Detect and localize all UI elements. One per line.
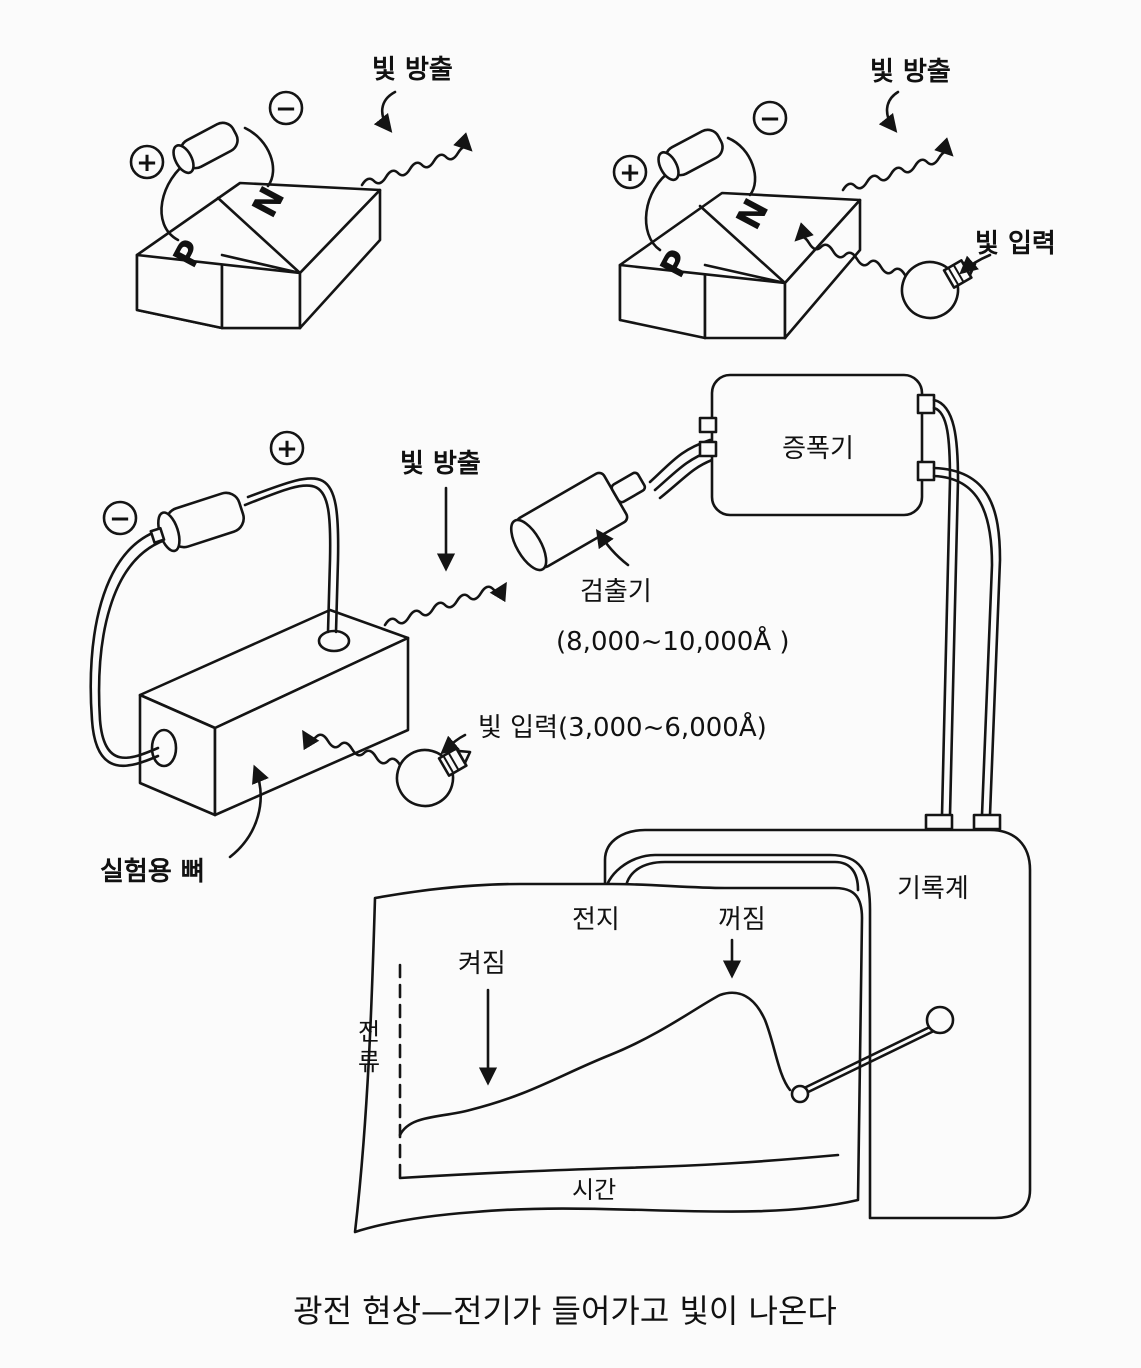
- baseline-curve: [398, 1153, 840, 1180]
- p2-plus-sign: +: [619, 158, 641, 188]
- wire-minus: [97, 538, 167, 759]
- input-wave: [794, 222, 907, 277]
- battery-icon: [657, 128, 724, 182]
- emission-wave: [360, 132, 473, 187]
- caption: 광전 현상—전기가 들어가고 빛이 나온다: [293, 1292, 837, 1330]
- p2-minus-sign: −: [759, 104, 781, 134]
- detector-label: 검출기: [580, 577, 652, 607]
- p2-emission-label: 빛 방출: [870, 57, 951, 87]
- amplifier-label: 증폭기: [782, 434, 854, 464]
- p3-emission-label: 빛 방출: [400, 449, 481, 479]
- recorder-label: 기록계: [897, 874, 969, 904]
- wire-minus: [243, 126, 275, 188]
- p3-plus-circle: [269, 430, 305, 466]
- time-label: 시간: [572, 1176, 616, 1204]
- p1-plus-sign: +: [136, 148, 158, 178]
- p1-plus-circle: [129, 144, 165, 180]
- off-label: 꺼짐: [718, 905, 766, 935]
- led-panel-1: [135, 90, 473, 330]
- stylus-arm: [798, 1020, 942, 1092]
- recorder: [353, 813, 1032, 1234]
- electrode-top: [317, 629, 351, 653]
- detector: [509, 438, 714, 572]
- stylus-pivot: [925, 1005, 955, 1035]
- bone-panel: [89, 477, 507, 859]
- bone-sample-label: 실험용 뼈: [100, 857, 205, 887]
- p2-minus-circle: [752, 100, 788, 136]
- p3-plus-sign: +: [276, 434, 298, 464]
- stylus-tip: [790, 1084, 810, 1104]
- p3-input-label: 빛 입력(3,000~6,000Å): [478, 711, 767, 743]
- battery-label: 전지: [572, 905, 620, 935]
- wire-plus: [243, 484, 332, 634]
- led-panel-2: [618, 90, 992, 340]
- detector-range-label: (8,000~10,000Å ): [556, 625, 790, 657]
- p3-minus-sign: −: [109, 504, 131, 534]
- p3-minus-circle: [102, 500, 138, 536]
- on-label: 켜짐: [458, 949, 506, 979]
- battery-icon: [149, 491, 245, 553]
- p2-plus-circle: [612, 154, 648, 190]
- p1-minus-circle: [268, 90, 304, 126]
- current-trace: [398, 991, 792, 1137]
- p1-emission-label: 빛 방출: [372, 55, 453, 85]
- battery-icon: [172, 121, 239, 175]
- current-label: 전 류: [358, 1018, 388, 1076]
- amplifier: [698, 373, 1002, 817]
- input-wave: [302, 729, 402, 767]
- emission-wave: [383, 581, 507, 627]
- lightbulb-icon: [395, 747, 472, 808]
- p-block-front: [135, 253, 224, 330]
- p2-input-label: 빛 입력: [975, 229, 1056, 259]
- p1-minus-sign: −: [275, 94, 297, 124]
- n-block-right: [298, 188, 382, 330]
